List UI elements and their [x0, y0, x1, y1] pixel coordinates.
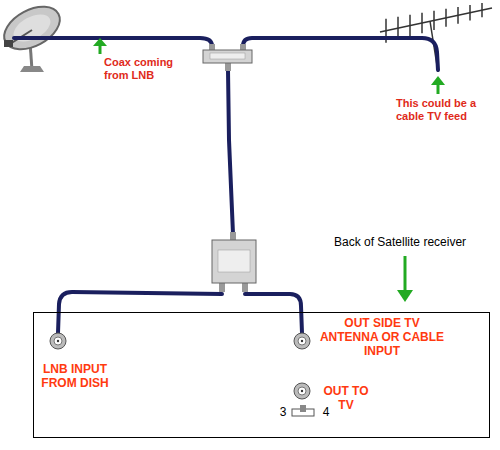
- antenna-element: [457, 7, 459, 24]
- coax-cable: [243, 38, 438, 70]
- coax-cable: [245, 294, 302, 333]
- callout-note: Back of Satellite receiver: [334, 236, 466, 250]
- coax-cable: [14, 38, 212, 46]
- callout-note: Coax coming from LNB: [104, 56, 182, 81]
- connector-hole: [54, 337, 62, 345]
- connector-pin: [301, 390, 303, 392]
- dish-inner: [9, 9, 55, 47]
- lnb: [4, 40, 13, 47]
- splitter-body: [203, 50, 252, 63]
- f-connector: [294, 333, 310, 349]
- arrow-head: [431, 76, 445, 85]
- antenna-element: [445, 9, 447, 27]
- connector-pin: [57, 340, 59, 342]
- channel-switch: [292, 405, 314, 416]
- arrow-head: [397, 290, 413, 302]
- splitter-plate: [218, 250, 250, 272]
- splitter: [212, 232, 256, 292]
- dish-base: [20, 66, 44, 72]
- coax-cable: [228, 70, 233, 234]
- splitter-plate: [210, 53, 245, 59]
- pointer-arrows: [93, 38, 445, 302]
- connector-pin: [301, 340, 303, 342]
- connector-nut: [294, 383, 310, 399]
- antenna-element: [409, 15, 411, 37]
- receiver-panel: LNB INPUT FROM DISH OUT SIDE TV ANTENNA O…: [33, 312, 490, 438]
- antenna-element: [433, 11, 435, 30]
- antenna-element: [421, 13, 423, 33]
- callout-note: This could be a cable TV feed: [396, 97, 490, 122]
- antenna-element: [481, 3, 483, 17]
- coax-cables: [14, 38, 438, 333]
- arrow-head: [93, 38, 107, 46]
- pointer-arrow: [404, 256, 407, 292]
- antenna-boom: [380, 8, 492, 32]
- connector-hole: [298, 387, 306, 395]
- f-connector: [50, 333, 66, 349]
- channel-number: 4: [320, 406, 332, 420]
- antenna-element: [469, 5, 471, 21]
- dish-reflector: [0, 0, 67, 58]
- port-label: LNB INPUT FROM DISH: [36, 363, 114, 391]
- connector-nut: [294, 333, 310, 349]
- splitter-body: [212, 240, 256, 283]
- switch-lever: [300, 405, 306, 412]
- port-label: OUT SIDE TV ANTENNA OR CABLE INPUT: [318, 317, 446, 358]
- connector-nut: [50, 333, 66, 349]
- f-connector: [294, 383, 310, 399]
- connector-hole: [298, 337, 306, 345]
- channel-number: 3: [277, 406, 289, 420]
- splitter: [203, 44, 252, 71]
